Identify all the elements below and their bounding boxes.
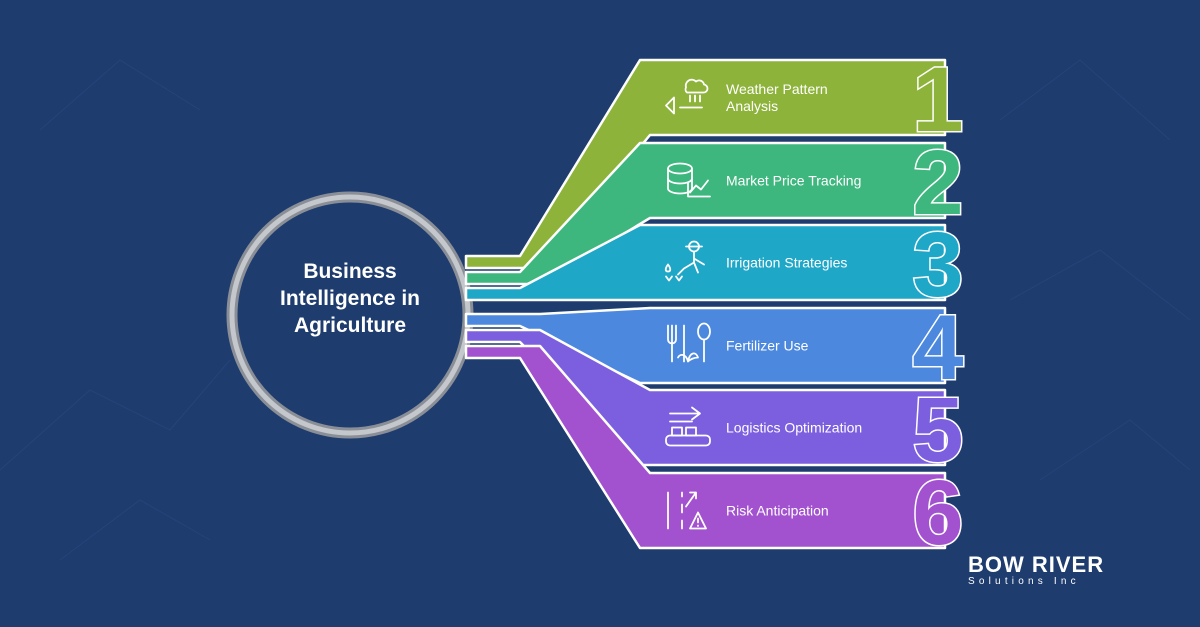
company-logo: BOW RIVER Solutions Inc — [968, 552, 1138, 587]
center-title-line: Business — [303, 260, 397, 283]
step-label: Fertilizer Use — [726, 338, 809, 354]
step-label: Analysis — [726, 98, 778, 114]
fork-spoon-plant-icon — [667, 322, 711, 363]
logo-main: BOW RIVER — [968, 552, 1105, 577]
farmer-watering-icon — [664, 240, 705, 282]
step-label: Irrigation Strategies — [726, 255, 847, 271]
step-number: 5 — [912, 379, 963, 481]
step-1 — [464, 58, 947, 270]
step-number: 2 — [912, 132, 963, 234]
step-ribbon — [464, 328, 947, 467]
step-4 — [464, 306, 947, 385]
step-number: 1 — [912, 49, 963, 151]
step-2 — [464, 141, 947, 286]
step-label: Risk Anticipation — [726, 503, 829, 519]
step-3 — [464, 223, 947, 302]
logo-sub: Solutions Inc — [968, 576, 1080, 587]
step-ribbon — [464, 141, 947, 286]
weather-cloud-rain-icon — [665, 78, 709, 115]
center-title-line: Intelligence in — [279, 287, 421, 310]
step-ribbon — [464, 223, 947, 302]
database-chart-icon — [667, 162, 711, 198]
background-lines — [0, 59, 1191, 561]
step-6 — [464, 344, 947, 550]
step-label: Market Price Tracking — [726, 173, 861, 189]
step-ribbon — [464, 306, 947, 385]
step-label: Logistics Optimization — [726, 420, 862, 436]
icons — [664, 78, 711, 530]
step-number: 3 — [912, 214, 963, 316]
road-warning-icon — [667, 491, 707, 530]
center-title-line: Agriculture — [293, 314, 406, 337]
step-label: Weather Pattern — [726, 81, 828, 97]
ribbons — [464, 58, 947, 550]
step-number: 4 — [912, 297, 963, 399]
step-ribbon — [464, 58, 947, 270]
conveyor-arrow-icon — [665, 406, 711, 447]
step-number: 6 — [912, 462, 963, 564]
step-ribbon — [464, 344, 947, 550]
center-title: Business Intelligence in Agriculture — [248, 258, 452, 339]
step-5 — [464, 328, 947, 467]
